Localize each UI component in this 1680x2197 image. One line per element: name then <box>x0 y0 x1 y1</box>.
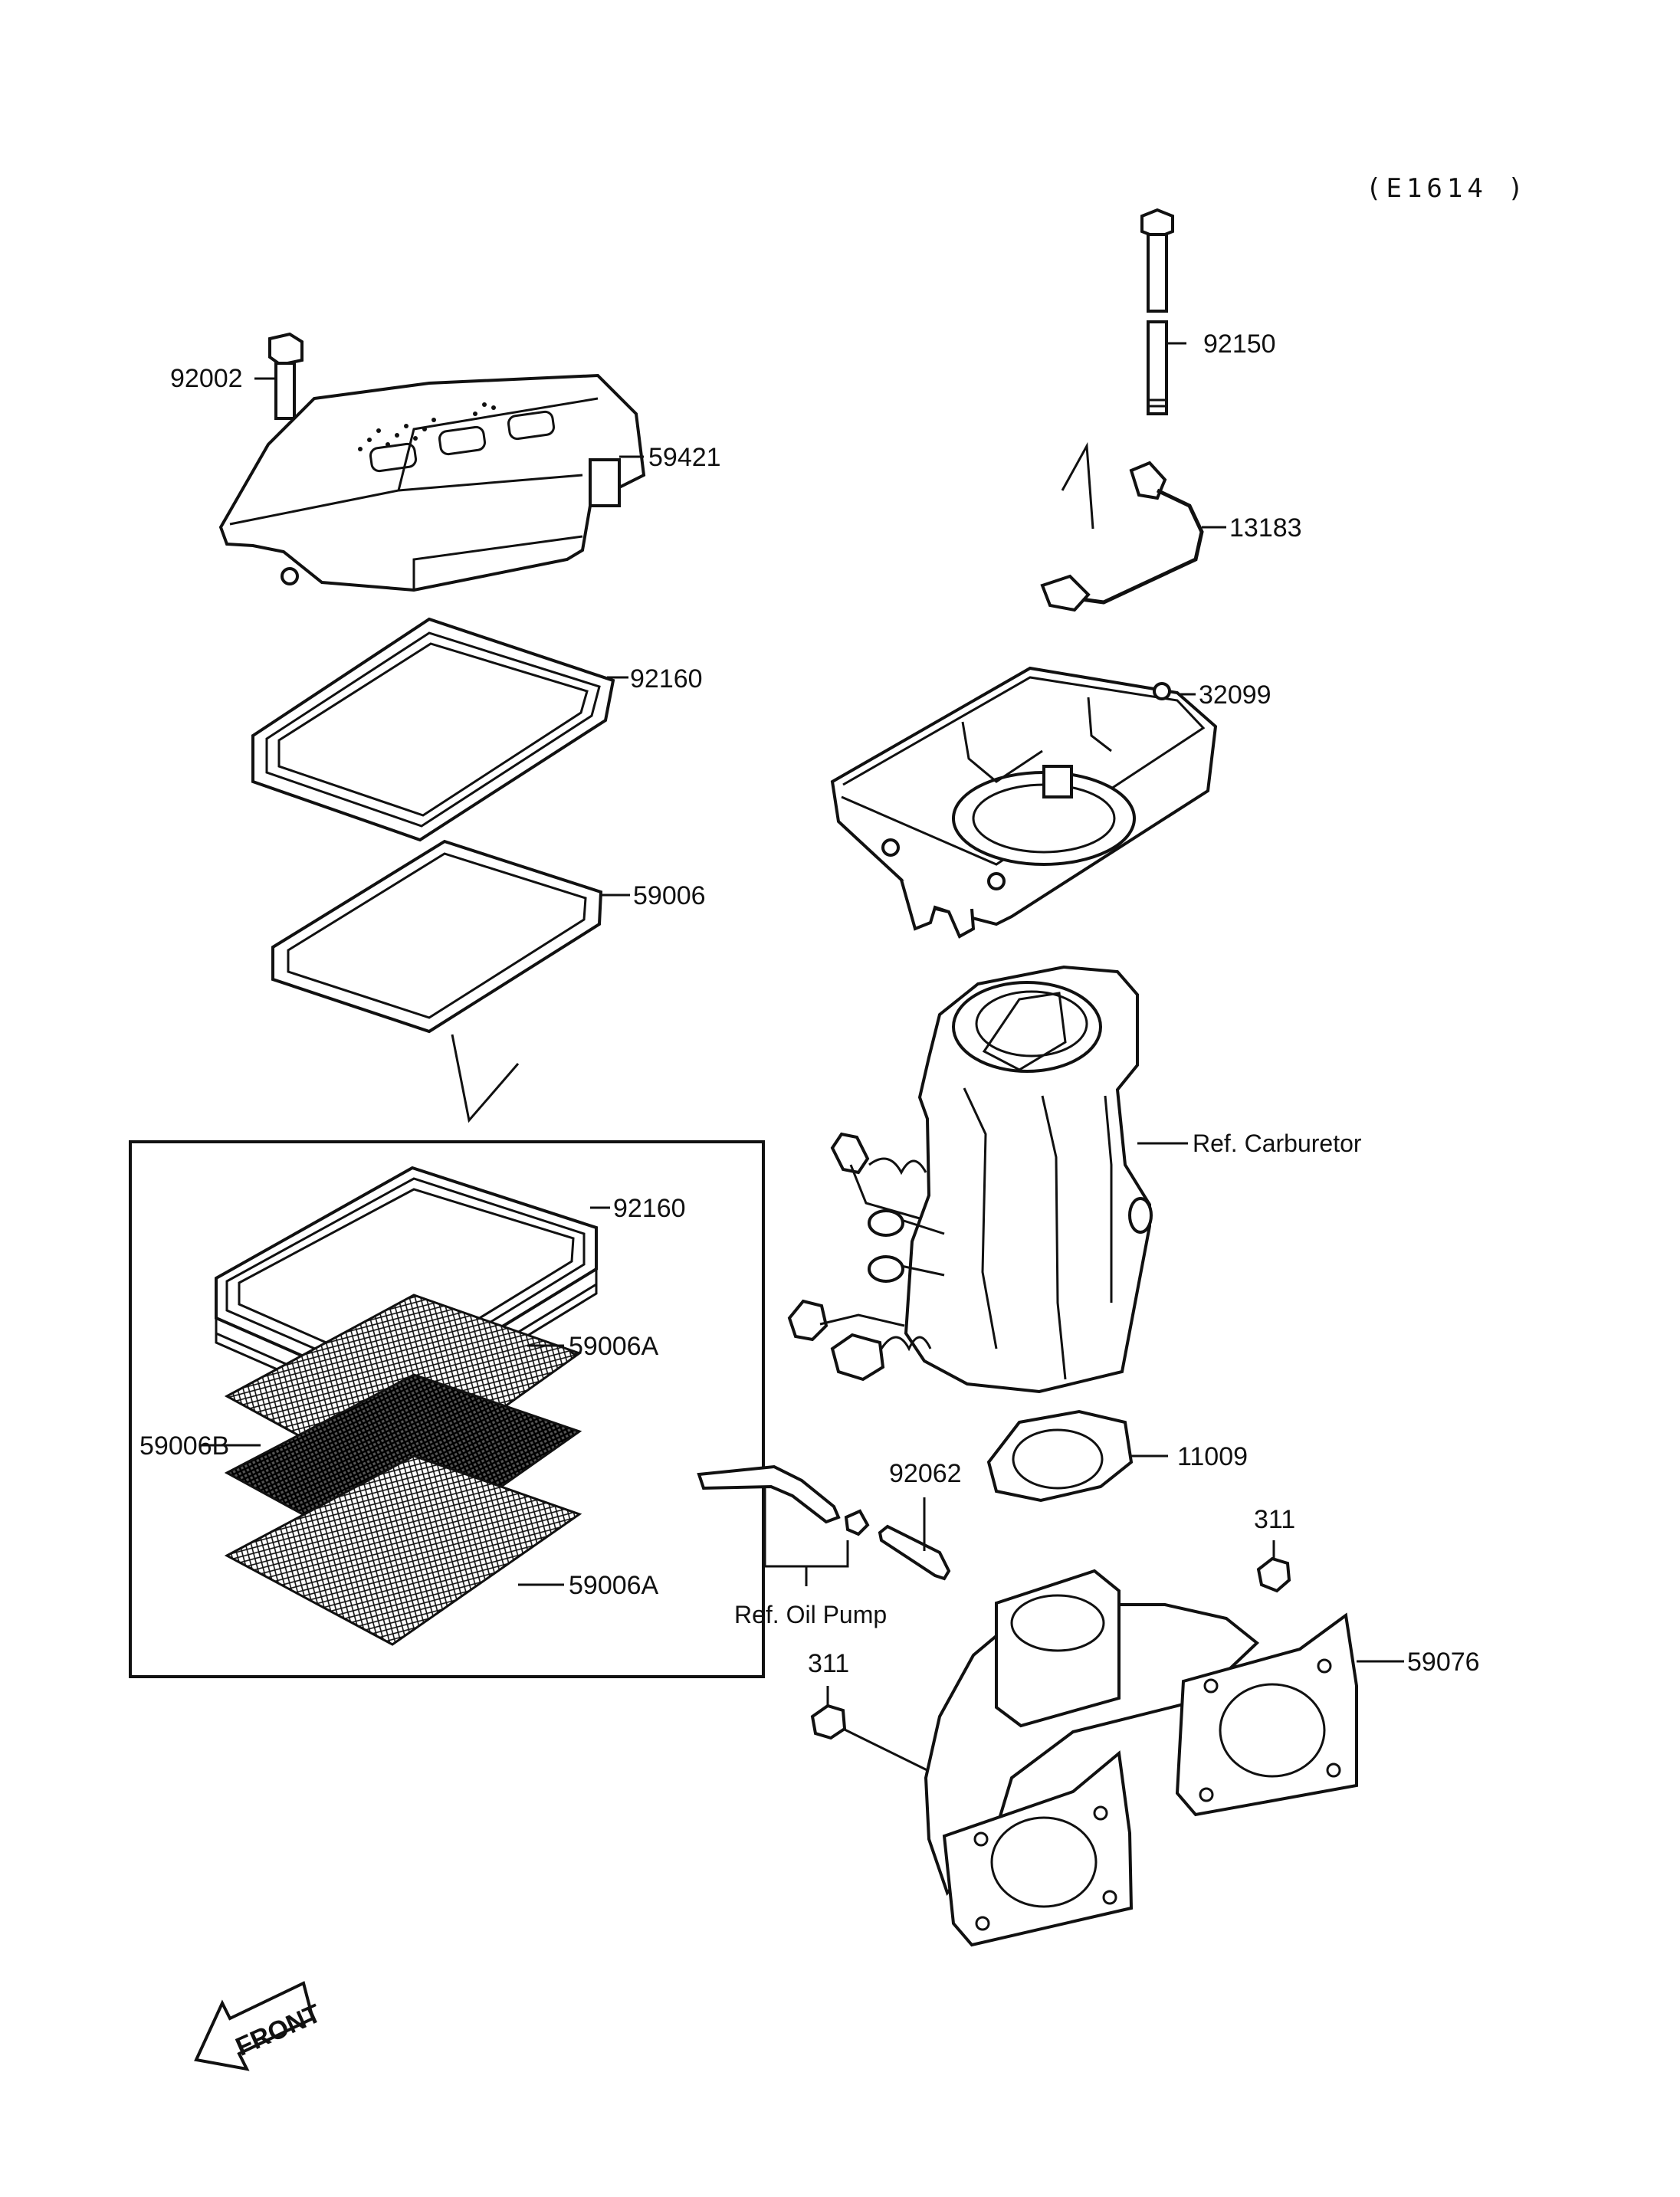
fitting-92062 <box>878 1497 951 1581</box>
gasket-92160-top <box>251 617 628 842</box>
intake-manifold-59076 <box>924 1569 1404 1947</box>
callout-59421: 59421 <box>648 443 721 472</box>
callout-92062: 92062 <box>889 1459 962 1488</box>
air-cleaner-case-32099 <box>830 666 1218 939</box>
callout-92160-top: 92160 <box>630 664 703 694</box>
bracket-13183 <box>1040 461 1226 612</box>
callout-59006A-lower: 59006A <box>569 1571 659 1600</box>
callout-59006: 59006 <box>633 881 706 910</box>
callout-59006B: 59006B <box>139 1431 229 1461</box>
callout-13183: 13183 <box>1229 513 1302 543</box>
ref-oil-pump: Ref. Oil Pump <box>734 1601 887 1628</box>
diagram-code: (E1614 ) <box>1366 173 1528 204</box>
throttle-linkage-lower <box>787 1299 932 1382</box>
screen-59006A-lower <box>224 1454 582 1646</box>
carburetor-ref <box>787 965 1188 1394</box>
cover-logo <box>358 402 556 473</box>
bolt-92150 <box>1140 208 1186 415</box>
bolt-92002 <box>254 332 304 420</box>
direction-mark-right <box>1061 441 1094 530</box>
callout-59006A-upper: 59006A <box>569 1332 659 1361</box>
callout-92150: 92150 <box>1203 330 1276 359</box>
callout-92160-kit: 92160 <box>613 1194 686 1223</box>
oil-pump-hose-ref <box>697 1464 870 1586</box>
nut-311-right <box>1256 1540 1291 1593</box>
callout-11009: 11009 <box>1177 1442 1248 1471</box>
air-cleaner-cover-59421 <box>218 373 646 592</box>
nut-311-left <box>810 1686 943 1779</box>
callout-92002: 92002 <box>170 364 243 393</box>
gasket-11009 <box>986 1409 1168 1503</box>
front-arrow-icon: FRONT <box>194 1981 326 2071</box>
callout-32099: 32099 <box>1199 680 1271 710</box>
callout-59076: 59076 <box>1407 1648 1480 1677</box>
callout-311-left: 311 <box>808 1649 849 1678</box>
filter-kit-box <box>129 1140 765 1678</box>
ref-carburetor: Ref. Carburetor <box>1193 1130 1362 1157</box>
throttle-linkage-upper <box>830 1132 945 1283</box>
filter-element-59006 <box>271 839 630 1034</box>
callout-311-right: 311 <box>1254 1505 1295 1534</box>
direction-mark-left <box>451 1034 520 1123</box>
